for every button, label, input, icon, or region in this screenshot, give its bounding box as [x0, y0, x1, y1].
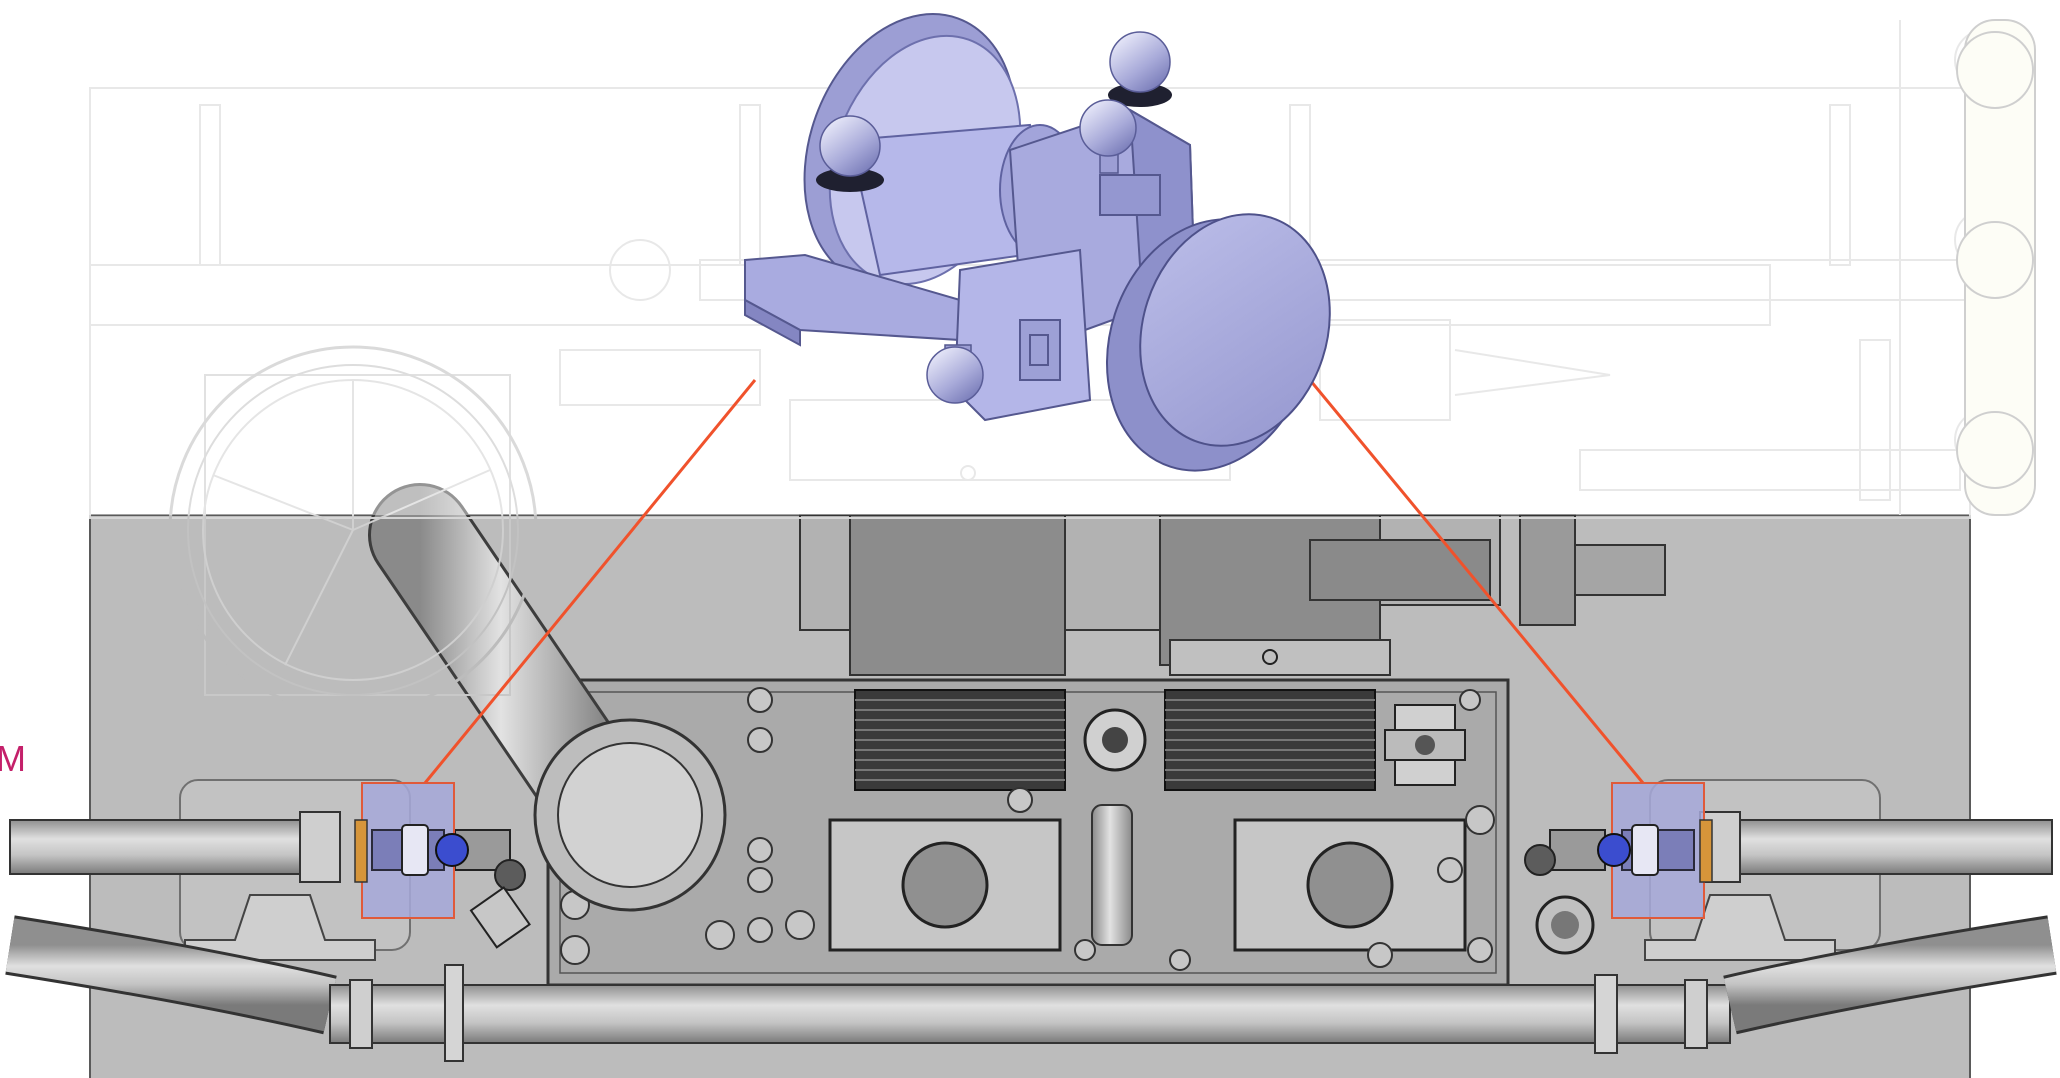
callout-box-left — [354, 782, 469, 919]
left-coil — [854, 689, 1066, 791]
knob-left — [816, 115, 884, 192]
large-wheel — [168, 345, 538, 715]
valve-assembly-icon — [744, 13, 1331, 472]
bottom-manifold-pipe — [5, 915, 2057, 1062]
right-coil — [1164, 689, 1376, 791]
bolt-holes — [560, 687, 1495, 971]
right-horizontal-pipe — [1699, 811, 2053, 883]
left-coupler — [454, 829, 531, 949]
left-chamber — [828, 818, 1062, 952]
callout-line-left — [423, 379, 757, 784]
knob-center — [1079, 99, 1137, 174]
central-machinery — [546, 514, 1666, 987]
sensor-icon — [1262, 649, 1278, 665]
callout-box-right — [1597, 782, 1713, 919]
left-horizontal-pipe — [9, 811, 341, 883]
callout-lines — [423, 379, 1645, 784]
knob-top-right — [1108, 31, 1172, 107]
right-fitting — [1384, 704, 1595, 955]
sensor-strip — [1169, 639, 1391, 676]
left-foot — [184, 894, 376, 961]
callout-line-right — [1308, 379, 1645, 784]
knob-bottom-left — [926, 344, 984, 404]
edge-label: M — [0, 738, 27, 779]
left-housing — [849, 514, 1066, 676]
right-coupler — [1524, 829, 1606, 876]
center-cylinder — [1083, 708, 1147, 946]
right-chamber — [1233, 818, 1467, 952]
upper-right-vertical-pipes — [1956, 19, 2036, 516]
